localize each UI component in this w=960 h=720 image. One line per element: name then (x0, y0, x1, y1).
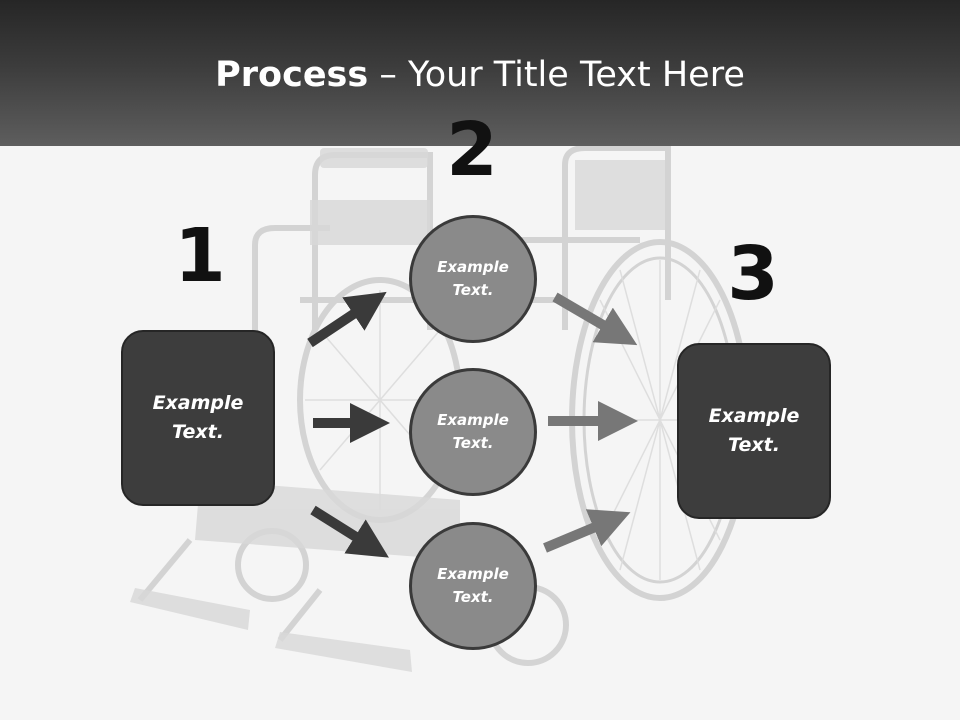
step-number-1: 1 (174, 213, 226, 299)
circle-top: Example Text. (409, 215, 537, 343)
right-box: Example Text. (677, 343, 831, 519)
step-number-3: 3 (727, 231, 779, 317)
title-rest: – Your Title Text Here (368, 55, 745, 95)
title-bold: Process (215, 55, 369, 95)
slide-title: Process – Your Title Text Here (0, 52, 960, 98)
circle-bottom: Example Text. (409, 522, 537, 650)
title-bar (0, 0, 960, 146)
step-number-2: 2 (446, 107, 498, 193)
left-box: Example Text. (121, 330, 275, 506)
circle-middle: Example Text. (409, 368, 537, 496)
